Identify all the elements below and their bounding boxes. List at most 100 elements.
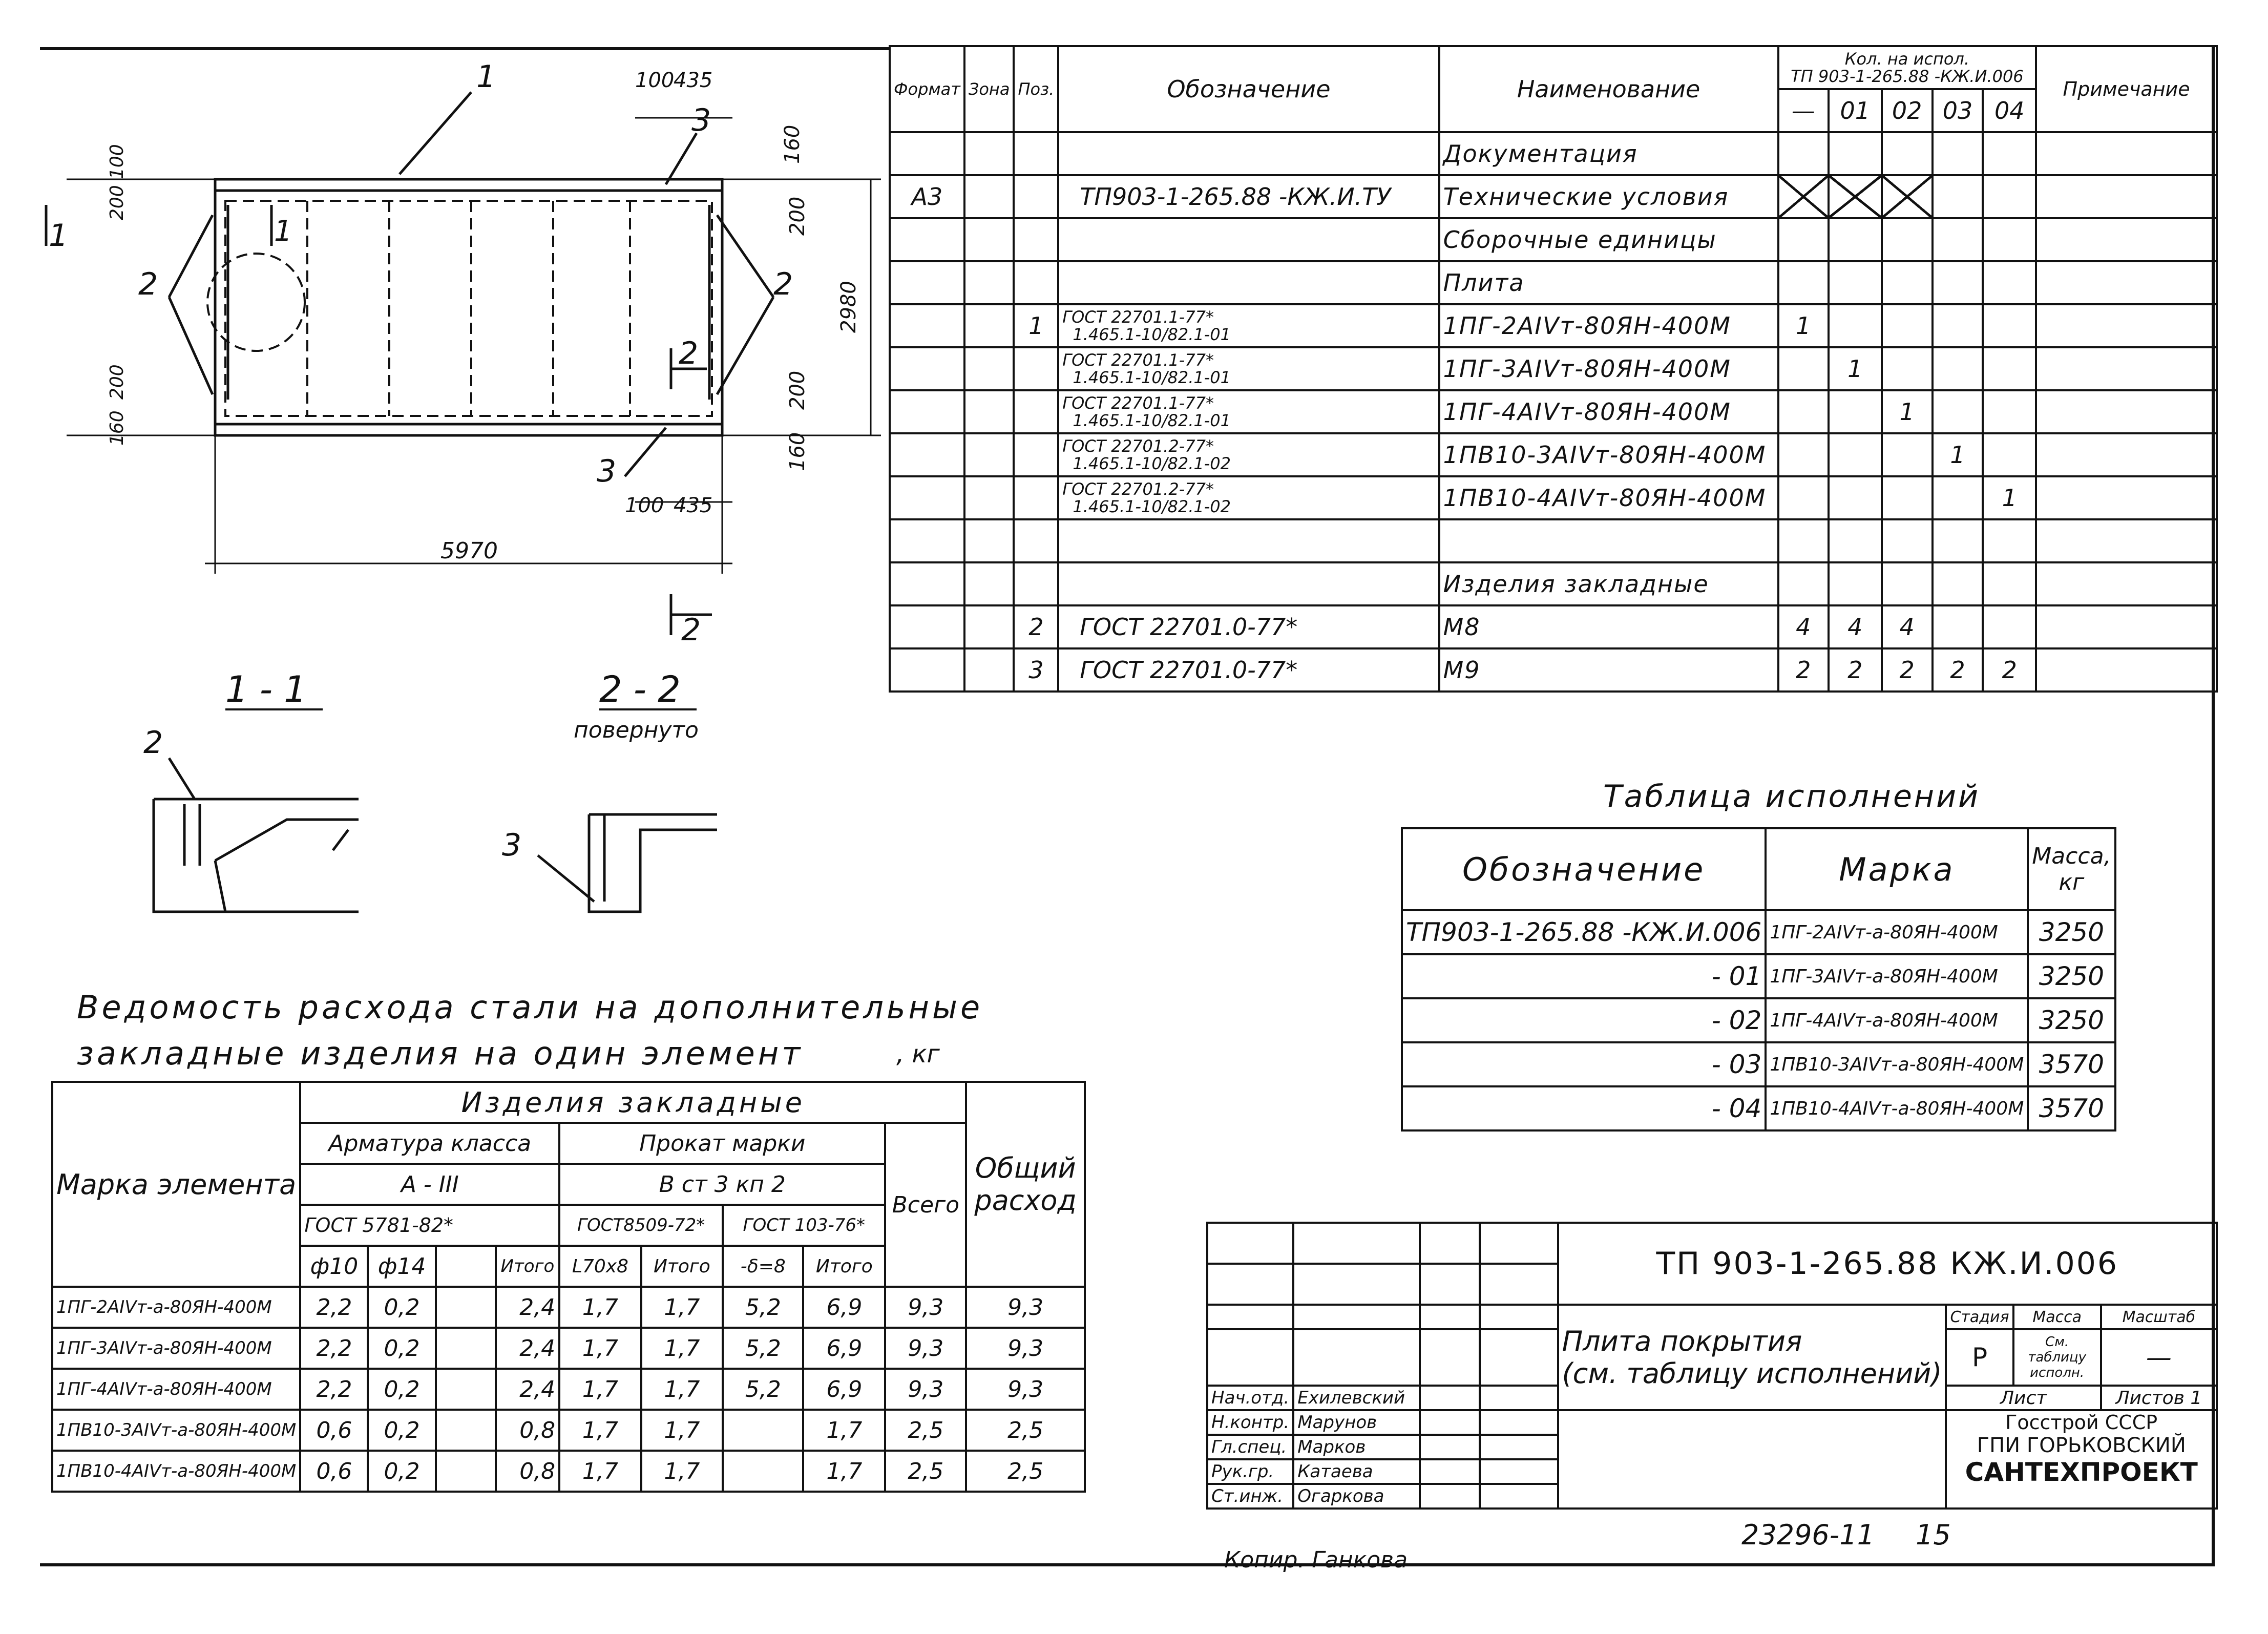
vedom-cell-d14: 0,2 <box>367 1327 437 1370</box>
spec-cell-name: М8 <box>1438 604 1779 650</box>
stamp-massa-h: Масса <box>2012 1304 2102 1330</box>
spec-cell-qty <box>1982 346 2038 391</box>
spec-cell-z <box>963 346 1015 391</box>
spec-cell-qty <box>1982 389 2038 434</box>
spec-cell-f <box>889 561 965 606</box>
ispoln-cell-des: - 03 <box>1400 1041 1767 1087</box>
stamp-code: ТП 903-1-265.88 КЖ.И.006 <box>1557 1222 2218 1306</box>
spec-cell-qty <box>1931 303 1984 348</box>
dim-left-200a: 200 <box>107 185 128 220</box>
spec-cell-note <box>2035 561 2218 606</box>
spec-row: Плита <box>889 260 2218 305</box>
spec-cell-z <box>963 131 1015 176</box>
vedom-h-prokat: Прокат марки <box>558 1122 887 1165</box>
stamp-org-1: Госстрой СССР <box>2005 1411 2158 1434</box>
spec-cell-qty <box>1827 131 1883 176</box>
vedom-cell-vs: 9,3 <box>884 1368 968 1411</box>
vedom-cell-it1: 2,4 <box>494 1286 561 1329</box>
stamp-name-3: Катаева <box>1292 1458 1421 1485</box>
vedom-cell-e <box>434 1450 497 1493</box>
spec-h-02: 02 <box>1880 88 1934 133</box>
vedom-cell-it3: 6,9 <box>802 1368 887 1411</box>
spec-des-2: 1.465.1-10/82.1-01 <box>1073 325 1231 344</box>
spec-cell-qty <box>1931 475 1984 520</box>
vedom-cell-L70: 1,7 <box>558 1450 642 1493</box>
spec-cell-z <box>963 647 1015 693</box>
ispoln-cell-mark: 1ПВ10-3АIVт-а-80ЯН-400М <box>1765 1041 2029 1087</box>
spec-cell-qty <box>1931 389 1984 434</box>
dim-left-100: 100 <box>107 144 128 179</box>
vedom-cell-dl <box>722 1450 805 1493</box>
vedom-h-itogo1: Итого <box>494 1245 561 1288</box>
vedom-cell-d14: 0,2 <box>367 1409 437 1452</box>
spec-cell-qty: 4 <box>1777 604 1830 650</box>
spec-cell-designation <box>1057 561 1440 606</box>
stamp-stadia-h: Стадия <box>1945 1304 2014 1330</box>
spec-h-qty: Кол. на испол.ТП 903-1-265.88 -КЖ.И.006 <box>1777 45 2038 90</box>
spec-cell-name: 1ПВ10-4АIVт-80ЯН-400М <box>1438 475 1779 520</box>
spec-des-1: ГОСТ 22701.1-77* <box>1062 393 1214 413</box>
spec-cell-qty <box>1827 389 1883 434</box>
spec-cell-qty <box>1982 131 2038 176</box>
vedom-cell-it3: 6,9 <box>802 1327 887 1370</box>
ispoln-cell-des: - 04 <box>1400 1085 1767 1132</box>
spec-cell-qty <box>1777 174 1830 219</box>
vedom-cell-d14: 0,2 <box>367 1286 437 1329</box>
vedom-cell-it1: 0,8 <box>494 1450 561 1493</box>
spec-cell-qty <box>1931 260 1984 305</box>
spec-cell-f <box>889 432 965 477</box>
spec-h-qty-sub: ТП 903-1-265.88 -КЖ.И.006 <box>1791 67 2024 86</box>
vedom-h-gost1: ГОСТ 5781-82* <box>299 1204 561 1247</box>
spec-cell-qty: 4 <box>1880 604 1934 650</box>
spec-cell-p <box>1013 432 1060 477</box>
spec-cell-note <box>2035 604 2218 650</box>
dim-200a: 200 <box>786 197 809 236</box>
vedom-h-delta: -δ=8 <box>722 1245 805 1288</box>
spec-cell-qty <box>1931 346 1984 391</box>
spec-cell-f <box>889 475 965 520</box>
spec-des-1: ГОСТ 22701.2-77* <box>1062 479 1214 499</box>
vedom-unit: , кг <box>896 1040 940 1069</box>
footer-page: 15 <box>1916 1519 1951 1551</box>
spec-cell-qty <box>1982 174 2038 219</box>
stamp-title-1: Плита покрытия <box>1562 1325 1802 1357</box>
spec-cell-qty <box>1777 518 1830 563</box>
vedom-h-obsh: Общий расход <box>965 1081 1086 1288</box>
spec-cell-qty: 2 <box>1777 647 1830 693</box>
spec-cell-qty: 1 <box>1827 346 1883 391</box>
section-mark-2-bottom: 2 <box>681 612 701 648</box>
ispoln-table: Обозначение Марка Масса, кг ТП903-1-265.… <box>1400 827 2116 1132</box>
vedom-cell-d10: 2,2 <box>299 1286 369 1329</box>
stamp-name-1: Марунов <box>1292 1409 1421 1436</box>
vedom-cell-vs: 9,3 <box>884 1327 968 1370</box>
vedom-h-gost3: ГОСТ 103-76* <box>722 1204 887 1247</box>
spec-cell-qty: 2 <box>1880 647 1934 693</box>
spec-h-dash: — <box>1777 88 1830 133</box>
spec-cell-qty: 4 <box>1827 604 1883 650</box>
dim-100b: 100 <box>625 494 664 517</box>
spec-cell-note <box>2035 346 2218 391</box>
ispoln-cell-mark: 1ПГ-3АIVт-а-80ЯН-400М <box>1765 953 2029 999</box>
spec-cell-z <box>963 260 1015 305</box>
ispoln-cell-mark: 1ПГ-2АIVт-а-80ЯН-400М <box>1765 909 2029 955</box>
ispoln-h-mass: Масса, кг <box>2027 827 2116 911</box>
vedom-cell-ob: 2,5 <box>965 1450 1086 1493</box>
vedom-h-itogo3: Итого <box>802 1245 887 1288</box>
vedom-cell-d14: 0,2 <box>367 1368 437 1411</box>
spec-cell-qty <box>1827 217 1883 262</box>
vedom-cell-it1: 2,4 <box>494 1368 561 1411</box>
spec-cell-note <box>2035 647 2218 693</box>
dim-left-200b: 200 <box>107 364 128 400</box>
spec-cell-designation <box>1057 260 1440 305</box>
vedom-cell-L70: 1,7 <box>558 1286 642 1329</box>
spec-cell-designation: ГОСТ 22701.1-77*1.465.1-10/82.1-01 <box>1057 346 1440 391</box>
spec-cell-designation <box>1057 131 1440 176</box>
stamp-role-1: Н.контр. <box>1206 1409 1295 1436</box>
spec-cell-qty <box>1931 561 1984 606</box>
